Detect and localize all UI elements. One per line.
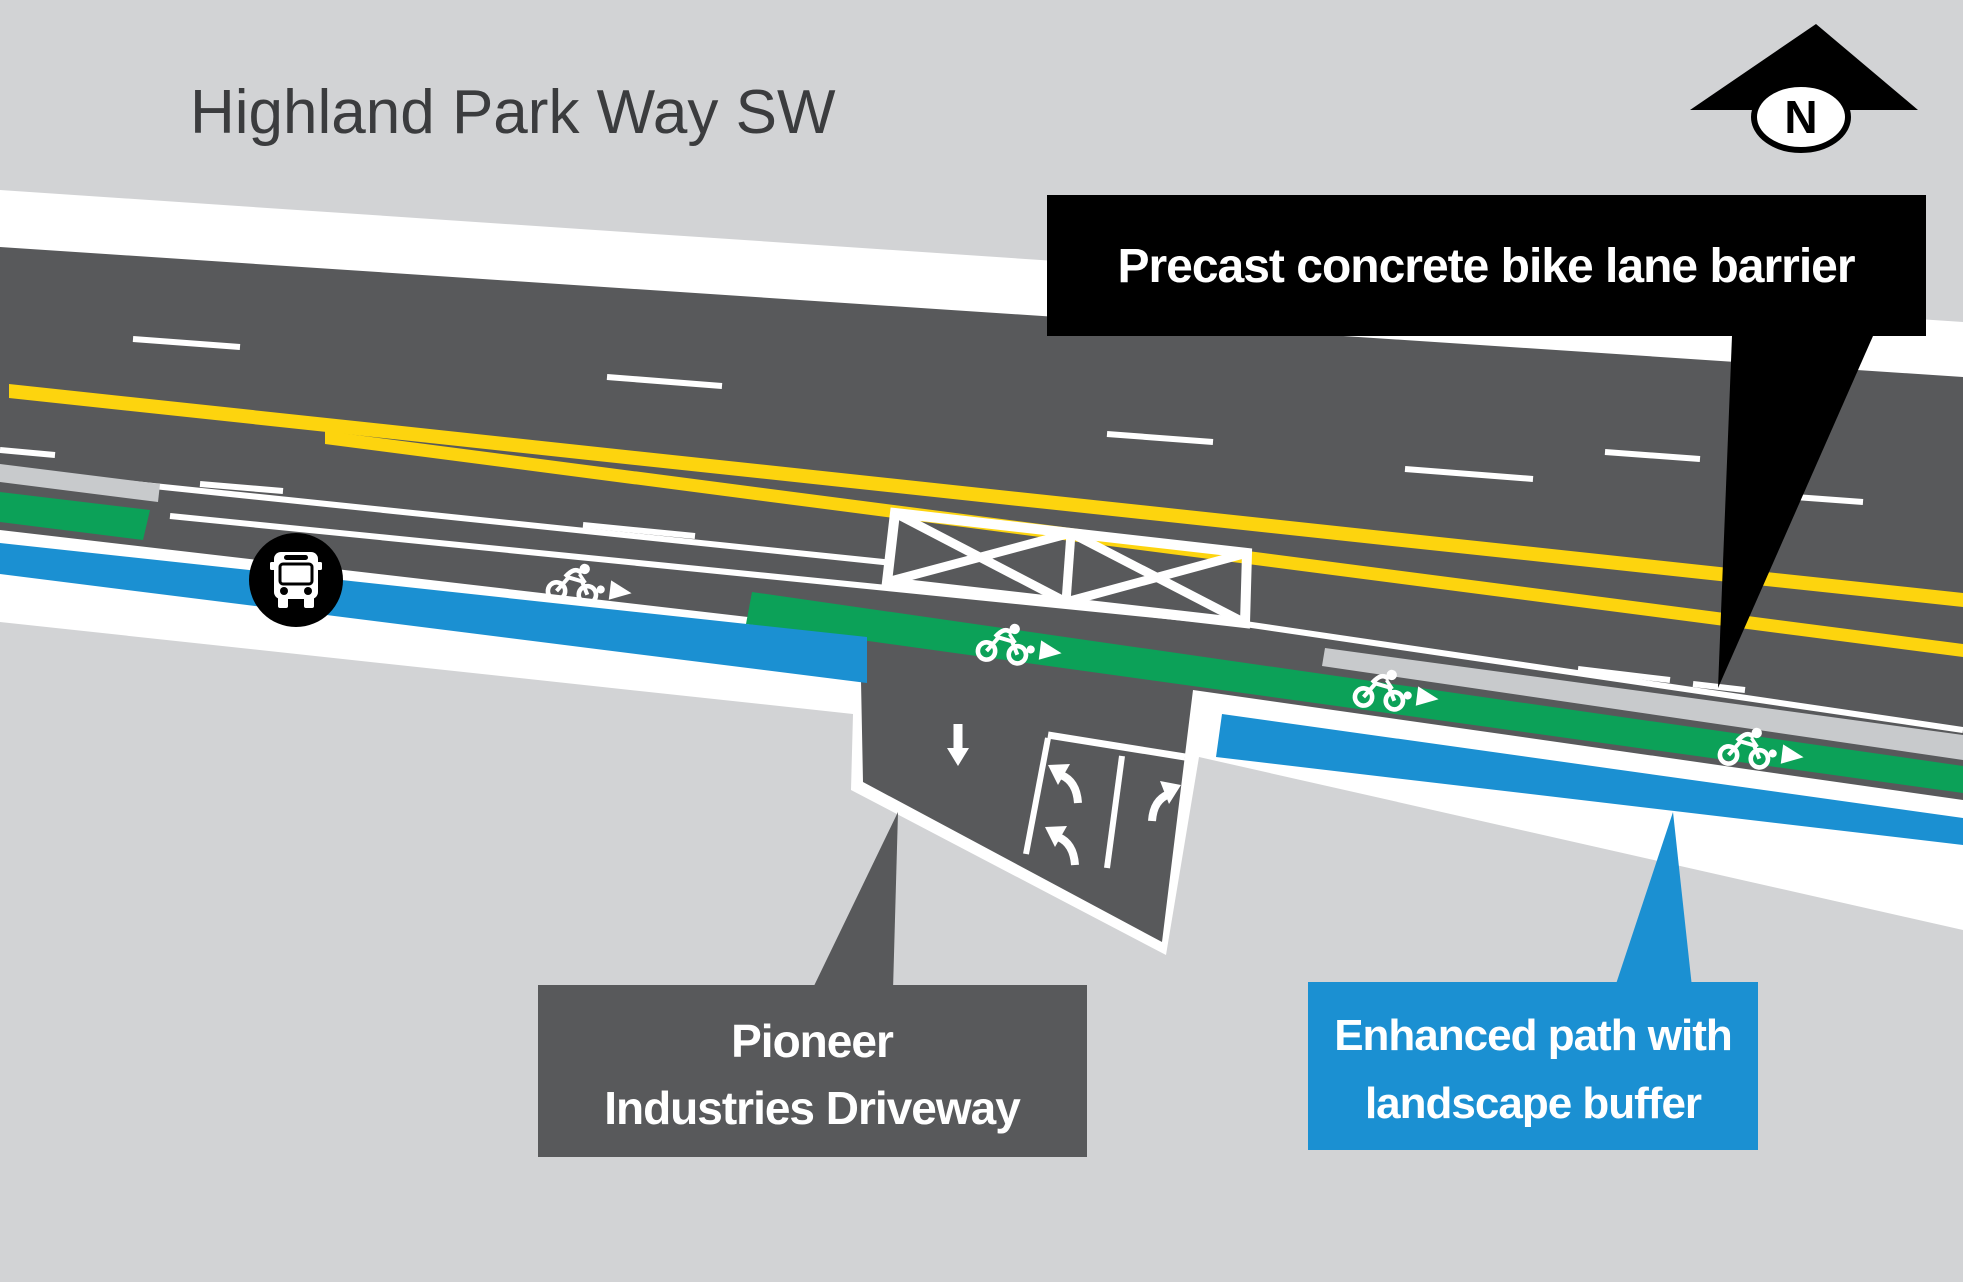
bus-icon (270, 552, 322, 608)
crosshatch-median (881, 507, 1253, 629)
callout-driveway-label-line2: Industries Driveway (604, 1082, 1021, 1134)
callout-path: Enhanced path with landscape buffer (1308, 812, 1758, 1150)
down-arrow-icon (947, 724, 969, 766)
callout-barrier-box (1047, 195, 1926, 336)
left-turn-arrow-icon (1045, 826, 1079, 866)
north-arrow-icon (1690, 24, 1918, 110)
north-ellipse (1751, 81, 1851, 153)
callout-driveway-box (538, 985, 1087, 1157)
callout-barrier-label: Precast concrete bike lane barrier (1117, 240, 1854, 293)
bike-lane-green-left (0, 492, 150, 540)
callout-barrier: Precast concrete bike lane barrier (1047, 195, 1926, 688)
driveway-markings (947, 724, 1186, 869)
enhanced-path-left (0, 543, 867, 683)
callout-driveway-tail (812, 812, 898, 990)
enhanced-path-right (1216, 714, 1963, 845)
callout-path-label-line1: Enhanced path with (1334, 1011, 1732, 1060)
callout-driveway: Pioneer Industries Driveway (538, 812, 1087, 1157)
callout-path-box (1308, 982, 1758, 1150)
lane-dashes (0, 336, 1864, 693)
bus-stop-icon (249, 533, 343, 627)
callout-barrier-tail (1718, 336, 1873, 688)
callout-driveway-label-line1: Pioneer (731, 1015, 894, 1067)
center-line-upper (9, 384, 1963, 607)
callout-path-label-line2: landscape buffer (1365, 1079, 1702, 1128)
barrier-strip-main (1322, 648, 1963, 760)
driveway-stop-line (1047, 731, 1186, 761)
driveway-lane-divider-1 (1023, 737, 1051, 855)
page-title: Highland Park Way SW (190, 78, 836, 147)
callout-path-tail (1615, 812, 1692, 987)
right-turn-arrow-icon (1148, 781, 1181, 822)
driveway-lane-divider-2 (1104, 755, 1125, 869)
north-label: N (1784, 91, 1817, 143)
barrier-strip-left (0, 464, 160, 502)
north-arrow: N (1690, 24, 1918, 153)
left-turn-arrow-icon (1048, 764, 1082, 804)
